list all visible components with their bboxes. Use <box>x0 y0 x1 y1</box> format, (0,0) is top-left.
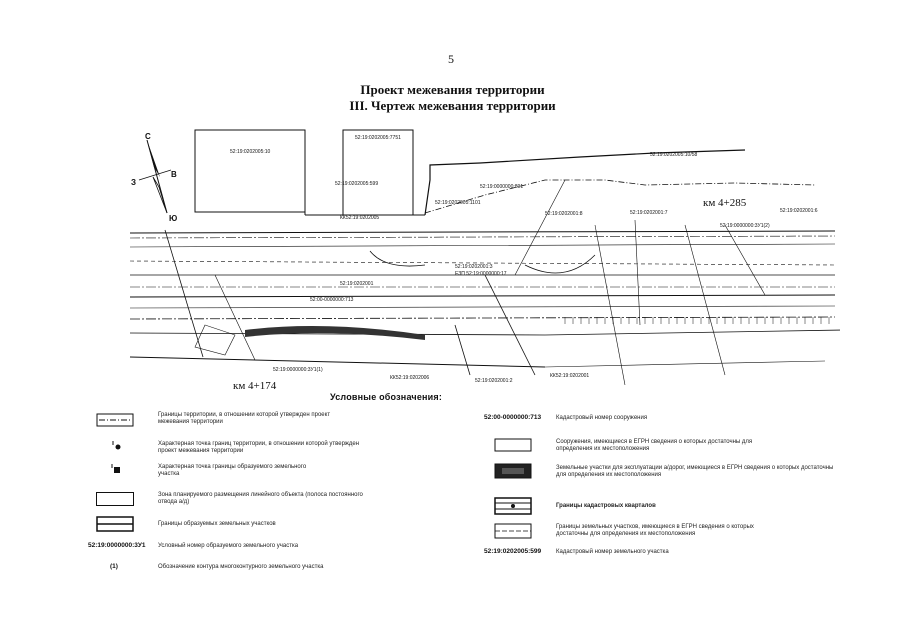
parcel-label: 52:19:0202005:1101 <box>435 200 481 206</box>
compass-east: В <box>171 170 177 179</box>
km-marker-left: км 4+174 <box>233 380 277 392</box>
legend-contour-designation: Обозначение контура многоконтурного земе… <box>158 564 324 570</box>
legend-title: Условные обозначения: <box>330 392 443 402</box>
quarter-label: КК52:19:0202005 <box>340 215 379 221</box>
parcel-label: 52:19:0202001:8 <box>545 211 583 217</box>
compass-north: С <box>145 132 151 141</box>
legend-structures-egrn: Сооружения, имеющиеся в ЕГРН сведения о … <box>556 439 753 452</box>
legend-char-point-territory: Характерная точка границ территории, в о… <box>158 441 360 454</box>
parcel-label: 52:19:0202001:3 <box>455 264 493 270</box>
formed-parcels-symbol <box>96 516 134 532</box>
char-point-territory-icon <box>112 441 121 450</box>
zone-label: 52:00-0000000:713 <box>310 297 354 303</box>
legend-road-parcels: Земельные участки для эксплуатации а/дор… <box>556 465 834 478</box>
compass-icon: С Ю З В <box>131 132 177 223</box>
legend-parcel-code: Кадастровый номер земельного участка <box>556 549 669 555</box>
compass-west: З <box>131 178 136 187</box>
structure-code-sample: 52:00-0000000:713 <box>484 414 542 421</box>
parcel-label: 52:19:0202005:599 <box>335 181 378 187</box>
placement-zone-symbol <box>96 492 134 506</box>
quarter-label: КК52:19:0202006 <box>390 375 429 381</box>
parcel-label: 52:19:0202005:7751 <box>355 135 401 141</box>
parcel-outline <box>342 129 414 216</box>
char-point-parcel-icon <box>111 464 120 473</box>
parcel-label: 52:19:0000000:891 <box>480 184 523 190</box>
legend-parcels-egrn: Границы земельных участков, имеющиеся в … <box>556 524 754 537</box>
cadastral-map: С Ю З В <box>129 129 840 392</box>
parcel-outline <box>194 129 306 213</box>
legend-territory-boundary: Границы территории, в отношении которой … <box>158 412 331 425</box>
parcel-label: 52:19:0202001:6 <box>780 208 818 214</box>
structures-egrn-symbol <box>494 438 532 452</box>
parcel-label: 52:19:0202001:2 <box>475 378 513 384</box>
legend-cadastral-quarters: Границы кадастровых кварталов <box>556 503 656 509</box>
legend-formed-parcel-code: Условный номер образуемого земельного уч… <box>158 543 299 549</box>
legend-formed-parcels: Границы образуемых земельных участков <box>158 521 276 527</box>
formed-parcel-code-sample: 52:19:0000000:3У1 <box>88 542 146 549</box>
page-subtitle: III. Чертеж межевания территории <box>349 98 556 113</box>
parcel-label: 52:19:0202001 <box>340 281 374 287</box>
legend-structure-code: Кадастровый номер сооружения <box>556 415 648 421</box>
compass-south: Ю <box>169 214 177 223</box>
parcel-label: 52:19:0000000:3У1(1) <box>273 367 323 373</box>
cadastral-quarters-symbol <box>494 497 532 515</box>
legend-char-point-parcel: Характерная точка границы образуемого зе… <box>158 464 307 477</box>
contour-code-sample: (1) <box>110 563 118 570</box>
parcel-label: 52:19:0202001:7 <box>630 210 668 216</box>
territory-boundary-symbol <box>96 413 134 427</box>
quarter-label: КК52:19:0202001 <box>550 373 589 379</box>
ezp-label: ЕЗП 52:19:0000000:17 <box>455 271 507 277</box>
parcel-label: 52:19:0000000:3У1(2) <box>720 223 770 229</box>
page-number: 5 <box>448 52 454 66</box>
parcel-label: 52:19:0202005:10 <box>230 149 271 155</box>
parcels-egrn-symbol <box>494 523 532 539</box>
road-parcels-symbol <box>494 463 532 479</box>
km-marker-right: км 4+285 <box>703 197 747 209</box>
page-title: Проект межевания территории <box>360 82 545 97</box>
parcel-label: 52:19:0202005:10/58 <box>650 152 697 158</box>
legend-placement-zone: Зона планируемого размещения линейного о… <box>158 492 363 505</box>
parcel-code-sample: 52:19:0202005:599 <box>484 548 542 555</box>
